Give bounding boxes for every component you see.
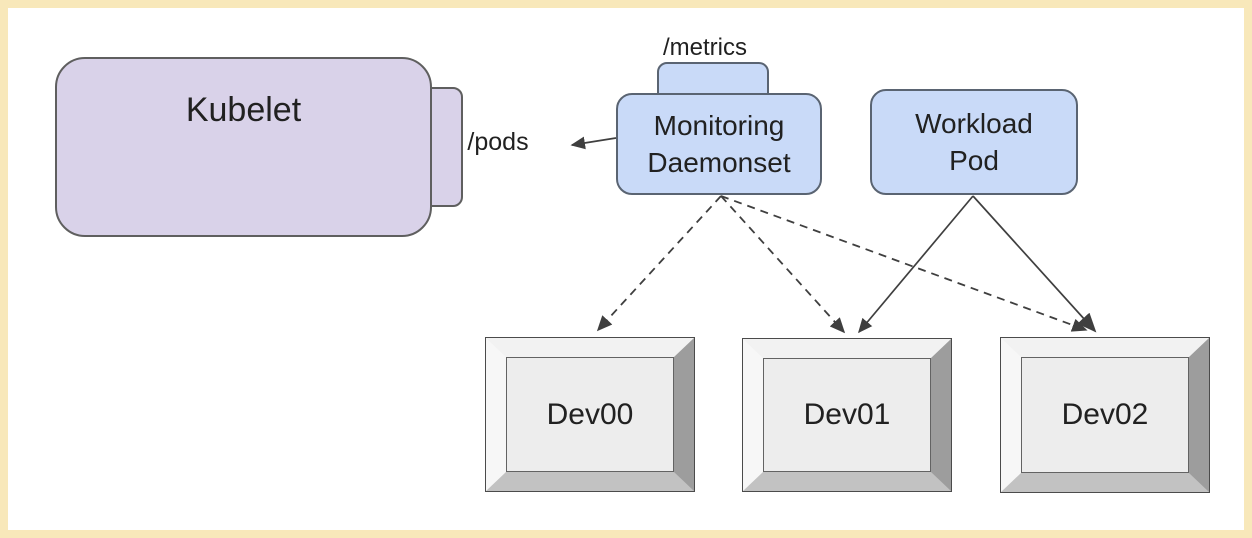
device-face: Dev00 [506,357,674,472]
kubelet-label: Kubelet [185,91,302,129]
monitoring-daemonset-node: Monitoring Daemonset [616,93,822,195]
dev02-label: Dev02 [1061,398,1149,431]
workload-pod-node: Workload Pod [870,89,1078,195]
device-face: Dev02 [1021,357,1189,473]
device-node-dev00: Dev00 [485,337,695,492]
edge-daemonset-to-dev01 [720,195,846,334]
workload-pod-label: Workload Pod [915,107,1033,176]
dev00-label: Dev00 [546,397,634,431]
edge-daemonset-to-dev02 [720,195,1088,332]
device-node-dev02: Dev02 [1000,337,1210,493]
edge-workload-to-dev01 [858,195,974,334]
device-bevel: Dev01 [743,339,951,491]
device-node-dev01: Dev01 [742,338,952,492]
monitoring-daemonset-label: Monitoring Daemonset [647,109,791,178]
pods-endpoint-label: /pods [467,128,529,156]
edge-daemonset-to-kubelet [570,136,617,150]
edge-workload-to-dev02 [972,195,1097,333]
metrics-endpoint-label: /metrics [663,34,747,61]
edge-daemonset-to-dev00 [596,195,722,332]
dev01-label: Dev01 [803,398,891,431]
device-bevel: Dev02 [1001,338,1209,492]
kubelet-node: Kubelet [55,57,432,237]
device-face: Dev01 [763,358,931,472]
device-bevel: Dev00 [486,338,694,491]
